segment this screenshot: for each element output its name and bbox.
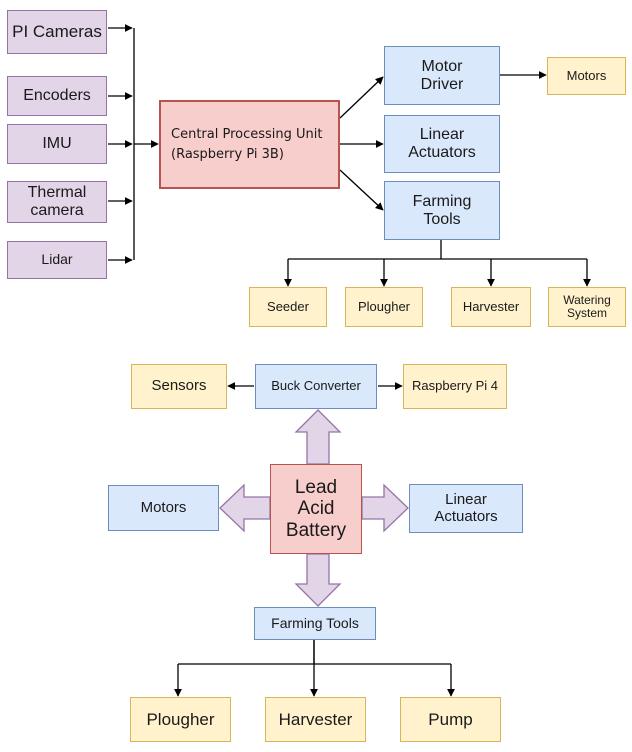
arrow-cpu-to-farming-tools bbox=[339, 169, 384, 211]
pump-box: Pump bbox=[400, 697, 501, 742]
pi-cameras-box: PI Cameras bbox=[7, 10, 107, 54]
watering-system-box: Watering System bbox=[548, 287, 626, 327]
power-arrow-left bbox=[219, 483, 271, 533]
plougher-box: Plougher bbox=[345, 287, 423, 327]
central-processing-unit-box: Central Processing Unit (Raspberry Pi 3B… bbox=[159, 100, 340, 189]
linear-actuators-box: Linear Actuators bbox=[384, 115, 500, 173]
bottom-linear-actuators-box: Linear Actuators bbox=[409, 484, 523, 533]
encoders-box: Encoders bbox=[7, 76, 107, 116]
buck-converter-label: Buck Converter bbox=[271, 378, 361, 394]
cpu-label: Central Processing Unit (Raspberry Pi 3B… bbox=[171, 127, 323, 162]
power-arrow-up bbox=[294, 409, 342, 465]
power-arrow-down bbox=[294, 553, 342, 607]
lead-acid-battery-box: Lead Acid Battery bbox=[270, 464, 362, 554]
motors-output-label: Motors bbox=[566, 67, 607, 83]
sensors-label: Sensors bbox=[151, 377, 207, 395]
battery-label: Lead Acid Battery bbox=[285, 477, 347, 541]
bottom-linear-actuators-label: Linear Actuators bbox=[434, 490, 498, 525]
raspberry-pi-4-box: Raspberry Pi 4 bbox=[403, 364, 507, 409]
seeder-box: Seeder bbox=[249, 287, 327, 327]
farming-tools-box: Farming Tools bbox=[384, 181, 500, 240]
motors-output-box: Motors bbox=[547, 57, 626, 95]
encoders-label: Encoders bbox=[23, 87, 91, 105]
bottom-tools-arrows bbox=[174, 640, 455, 697]
imu-box: IMU bbox=[7, 124, 107, 164]
cpu-output-arrows bbox=[339, 71, 547, 211]
motor-driver-label: Motor Driver bbox=[420, 57, 464, 93]
bottom-harvester-label: Harvester bbox=[278, 709, 353, 729]
thermal-camera-box: Thermal camera bbox=[7, 181, 107, 223]
lidar-box: Lidar bbox=[7, 241, 107, 279]
bottom-plougher-box: Plougher bbox=[130, 697, 231, 742]
bottom-motors-label: Motors bbox=[140, 498, 187, 516]
input-arrows bbox=[108, 24, 159, 264]
arrow-cpu-to-motor-driver bbox=[339, 76, 384, 119]
harvester-box: Harvester bbox=[451, 287, 531, 327]
bottom-harvester-box: Harvester bbox=[265, 697, 366, 742]
lidar-label: Lidar bbox=[41, 251, 73, 268]
pump-label: Pump bbox=[428, 709, 473, 729]
seeder-label: Seeder bbox=[267, 298, 309, 314]
thermal-camera-label: Thermal camera bbox=[27, 184, 87, 219]
motor-driver-box: Motor Driver bbox=[384, 46, 500, 105]
battery-power-arrows bbox=[219, 409, 409, 607]
buck-converter-box: Buck Converter bbox=[255, 364, 377, 409]
farming-tools-label: Farming Tools bbox=[412, 192, 472, 228]
bottom-plougher-label: Plougher bbox=[146, 709, 215, 729]
tools-fanout-arrows bbox=[284, 240, 591, 287]
bottom-farming-tools-box: Farming Tools bbox=[254, 607, 376, 640]
imu-label: IMU bbox=[42, 135, 72, 153]
raspberry-pi-4-label: Raspberry Pi 4 bbox=[412, 378, 498, 394]
linear-actuators-label: Linear Actuators bbox=[408, 126, 476, 161]
watering-system-label: Watering System bbox=[563, 292, 611, 320]
harvester-label: Harvester bbox=[462, 298, 520, 314]
bottom-farming-tools-label: Farming Tools bbox=[271, 614, 359, 631]
pi-cameras-label: PI Cameras bbox=[12, 22, 102, 42]
plougher-label: Plougher bbox=[357, 298, 411, 314]
sensors-box: Sensors bbox=[131, 364, 227, 409]
bottom-motors-box: Motors bbox=[108, 485, 219, 531]
power-arrow-right bbox=[361, 483, 409, 533]
